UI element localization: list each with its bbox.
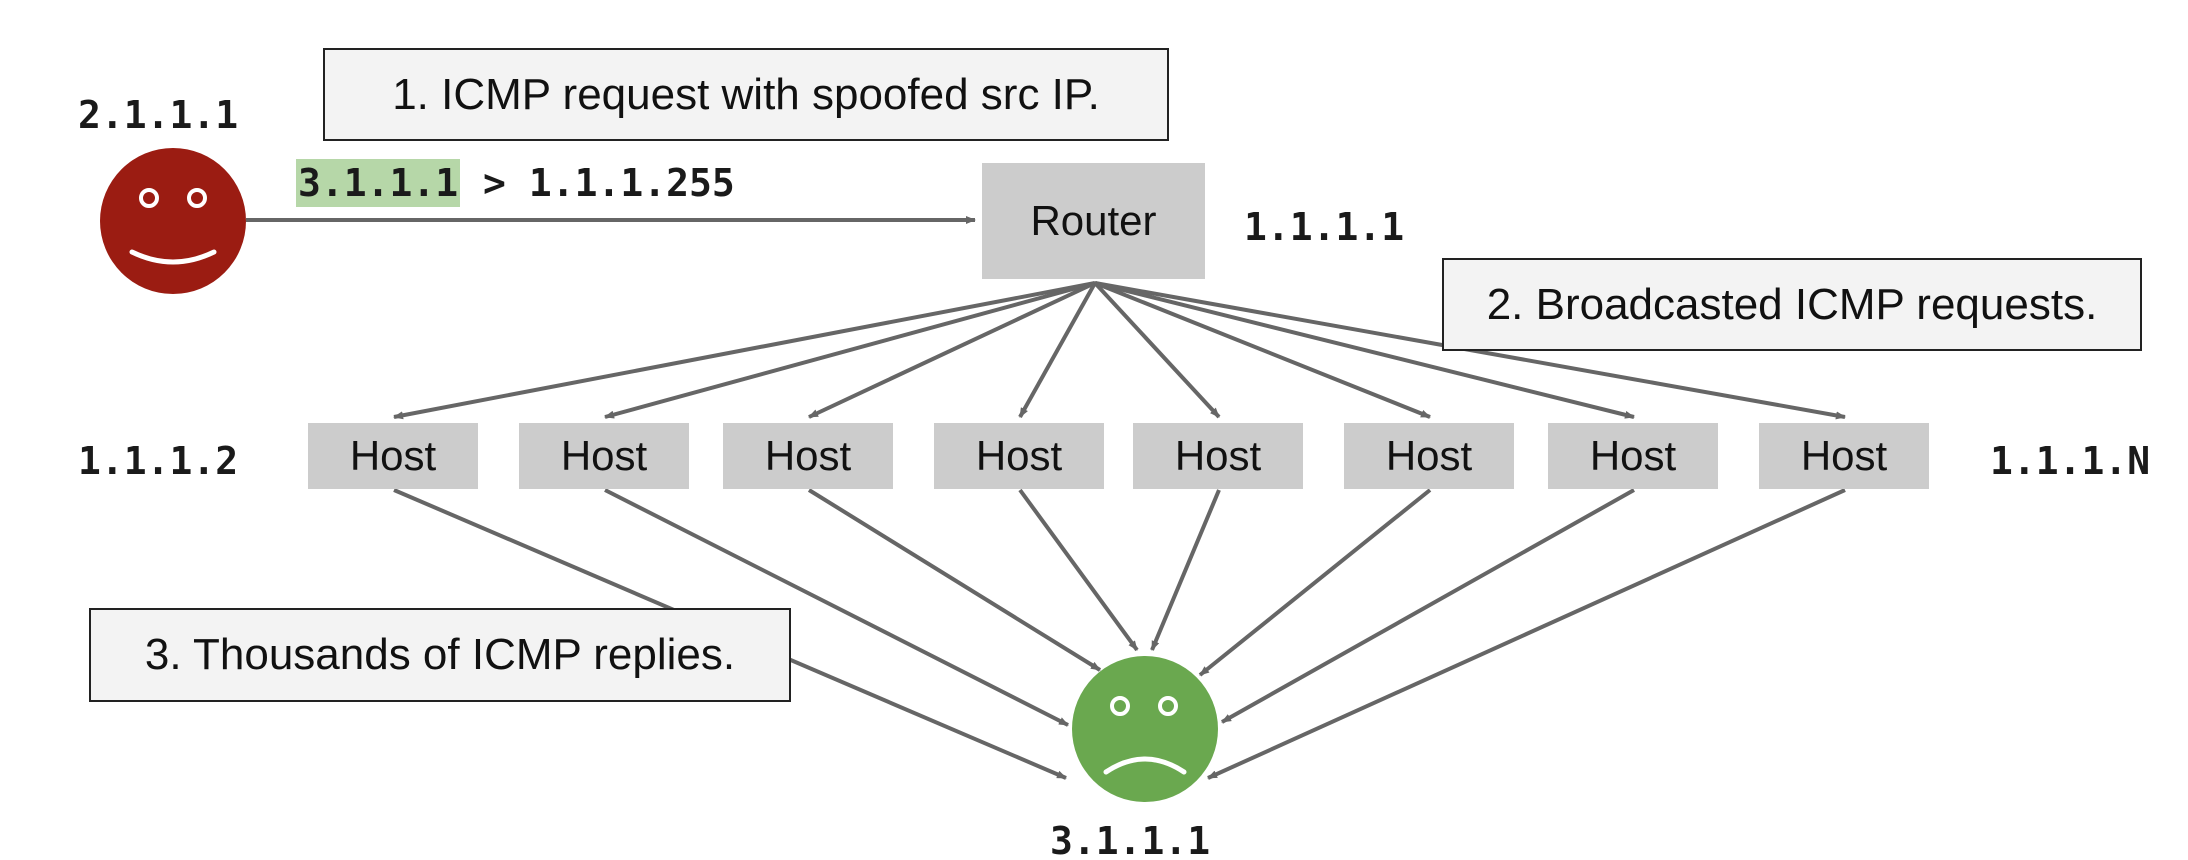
host-node: Host	[1344, 423, 1514, 489]
arrow-router-to-host	[1094, 281, 1431, 419]
arrow-host-to-victim	[1198, 488, 1432, 677]
host-node: Host	[1548, 423, 1718, 489]
host-node: Host	[1759, 423, 1929, 489]
router-label: Router	[1030, 197, 1157, 244]
step1-callout: 1. ICMP request with spoofed src IP.	[323, 48, 1169, 141]
packet-label: 3.1.1.1 > 1.1.1.255	[296, 159, 735, 207]
arrow-router-to-host	[1094, 281, 1635, 419]
happy-face-icon	[129, 188, 217, 265]
host-node: Host	[934, 423, 1104, 489]
broadcast-dst-ip: 1.1.1.255	[528, 161, 735, 205]
step3-text: 3. Thousands of ICMP replies.	[144, 630, 736, 679]
sad-face-icon	[1103, 696, 1187, 775]
host-label: Host	[1800, 432, 1888, 479]
host-node: Host	[519, 423, 689, 489]
arrow-router-to-host	[393, 281, 1096, 420]
host-label: Host	[764, 432, 852, 479]
packet-arrow-symbol: >	[483, 161, 506, 205]
attacker-ip-label: 2.1.1.1	[78, 93, 239, 137]
host-label: Host	[975, 432, 1063, 479]
arrow-router-to-host	[1018, 282, 1097, 418]
host-label: Host	[560, 432, 648, 479]
step2-text: 2. Broadcasted ICMP requests.	[1486, 279, 2098, 329]
arrow-router-to-host	[604, 281, 1096, 419]
router-ip-label: 1.1.1.1	[1244, 205, 1405, 249]
host-label: Host	[1589, 432, 1677, 479]
host-node: Host	[1133, 423, 1303, 489]
last-host-ip-label: 1.1.1.N	[1990, 439, 2151, 483]
host-label: Host	[1385, 432, 1473, 479]
arrow-host-to-victim	[807, 488, 1102, 672]
step3-callout: 3. Thousands of ICMP replies.	[89, 608, 791, 702]
step1-text: 1. ICMP request with spoofed src IP.	[392, 69, 1100, 119]
victim-node	[1072, 656, 1218, 802]
victim-ip-label: 3.1.1.1	[1050, 819, 1211, 860]
host-node: Host	[723, 423, 893, 489]
step2-callout: 2. Broadcasted ICMP requests.	[1442, 258, 2142, 351]
host-label: Host	[349, 432, 437, 479]
host-label: Host	[1174, 432, 1262, 479]
arrow-host-to-victim	[1018, 488, 1139, 652]
router-node: Router	[982, 163, 1205, 279]
host-node: Host	[308, 423, 478, 489]
arrow-host-to-victim	[1150, 489, 1221, 651]
attacker-node	[100, 148, 246, 294]
spoofed-src-ip: 3.1.1.1	[296, 159, 461, 207]
arrow-host-to-victim	[1221, 488, 1635, 724]
arrow-host-to-victim	[604, 488, 1069, 727]
first-host-ip-label: 1.1.1.2	[78, 439, 239, 483]
arrow-router-to-host	[808, 281, 1096, 419]
arrow-host-to-victim	[1207, 488, 1846, 780]
arrow-router-to-host	[1093, 281, 1221, 419]
